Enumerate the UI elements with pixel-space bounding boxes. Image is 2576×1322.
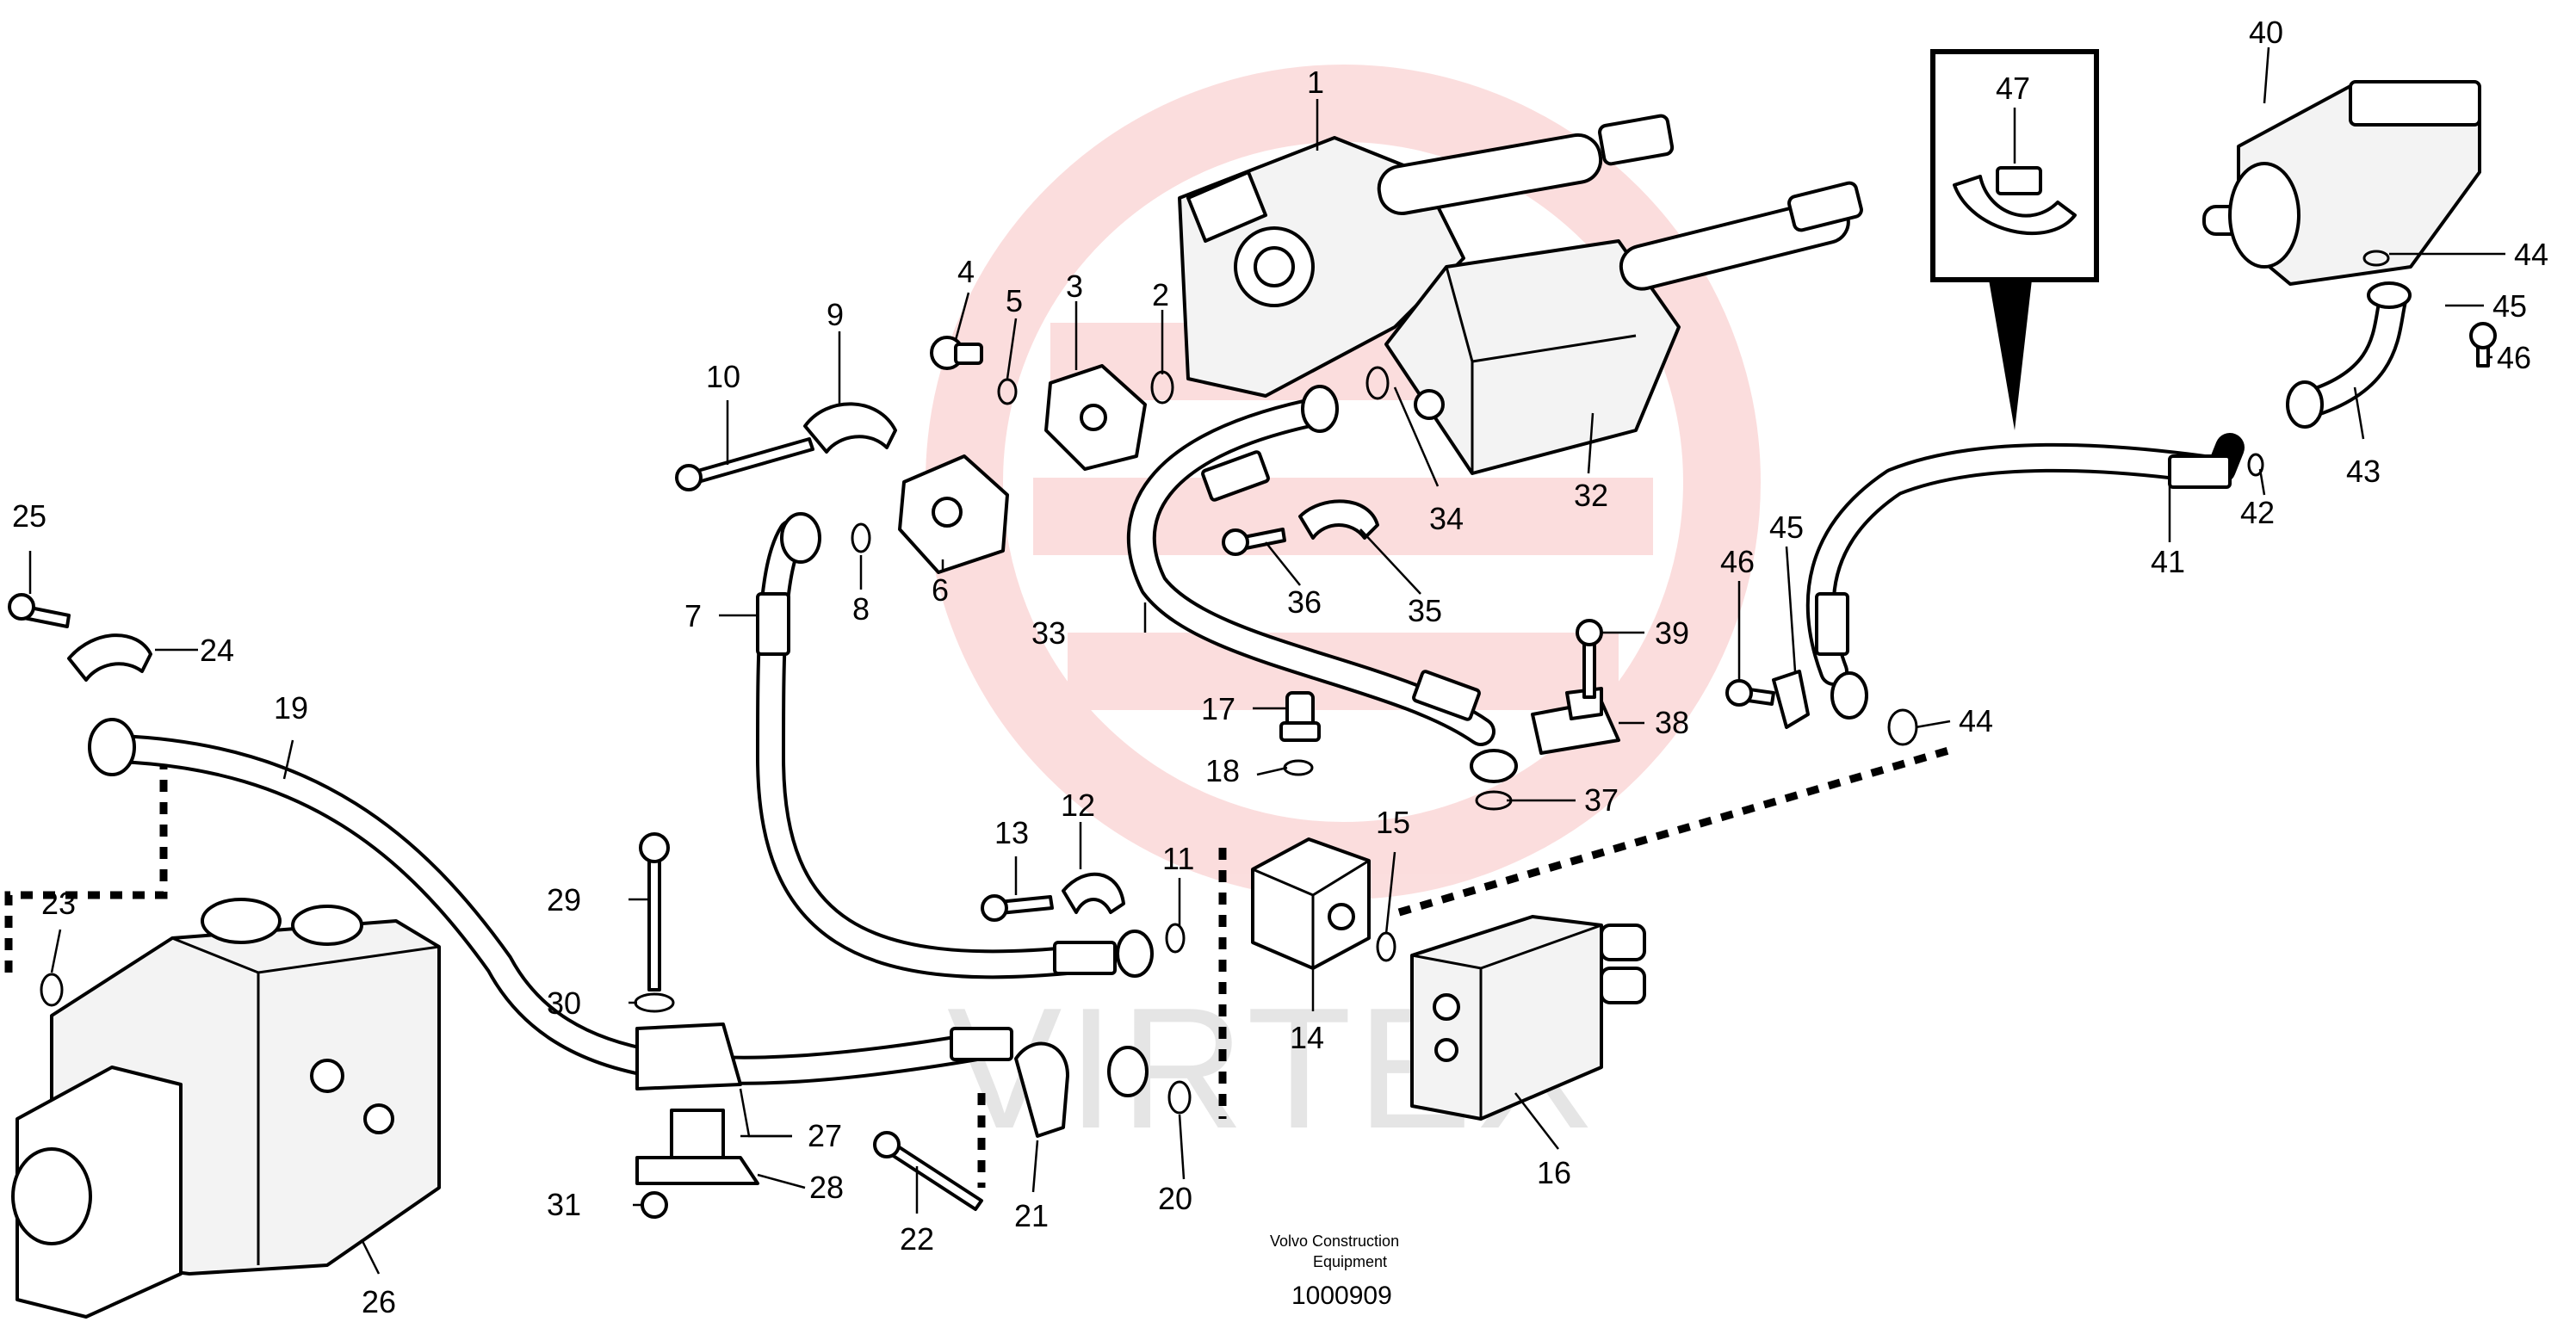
callout-12: 12 — [1061, 788, 1095, 823]
port-plate-6 — [898, 454, 1009, 574]
callout-25: 25 — [12, 498, 46, 534]
callout-42: 42 — [2240, 495, 2275, 530]
callout-1: 1 — [1307, 65, 1324, 100]
callout-46-top: 46 — [2497, 340, 2531, 375]
callout-28: 28 — [809, 1170, 844, 1205]
clamp-24 — [67, 633, 152, 682]
plug-4 — [930, 336, 983, 370]
callout-37: 37 — [1584, 782, 1619, 818]
sensor-17 — [1279, 691, 1321, 742]
control-valve-26 — [11, 898, 441, 1319]
callout-34: 34 — [1429, 501, 1464, 536]
leader-lines — [28, 46, 2505, 1275]
valve-block-16 — [1410, 915, 1646, 1121]
bolts — [8, 322, 2497, 1219]
callout-8: 8 — [852, 591, 870, 627]
callout-29: 29 — [547, 882, 581, 917]
callout-45-top: 45 — [2492, 288, 2527, 324]
callout-20: 20 — [1158, 1181, 1192, 1216]
callout-24: 24 — [200, 633, 234, 668]
callout-41: 41 — [2151, 544, 2185, 579]
callout-11: 11 — [1162, 841, 1194, 876]
callout-labels: 1 2 3 4 5 6 7 8 9 10 11 12 13 14 15 16 1… — [12, 15, 2548, 1319]
dashed-reference-lines — [4, 744, 1956, 1188]
callout-35: 35 — [1408, 593, 1442, 628]
callout-45-mid: 45 — [1769, 510, 1804, 545]
pump-40 — [2202, 80, 2481, 286]
callout-10: 10 — [706, 359, 740, 394]
callout-31: 31 — [547, 1187, 581, 1222]
callout-39: 39 — [1655, 615, 1689, 651]
callout-26: 26 — [362, 1284, 396, 1319]
hose-33 — [1126, 398, 1495, 746]
bracket-27-28 — [635, 1022, 759, 1185]
port-plate-3 — [1044, 364, 1147, 471]
callout-17: 17 — [1201, 691, 1235, 726]
callout-27: 27 — [808, 1118, 842, 1153]
callout-36: 36 — [1287, 584, 1322, 620]
callout-2: 2 — [1152, 277, 1169, 312]
callout-47: 47 — [1996, 71, 2030, 106]
main-pump — [1178, 114, 1675, 398]
inset-box-47 — [1930, 49, 2099, 430]
callout-23: 23 — [41, 886, 76, 921]
callout-40: 40 — [2249, 15, 2283, 50]
drawing-number: 1000909 — [1291, 1282, 1392, 1310]
callout-6: 6 — [932, 572, 949, 608]
hose-fittings — [88, 281, 2412, 1097]
callout-21: 21 — [1014, 1198, 1049, 1233]
callout-32: 32 — [1574, 478, 1608, 513]
callout-14: 14 — [1290, 1020, 1324, 1055]
clamp-21 — [1014, 1041, 1069, 1138]
callout-4: 4 — [957, 254, 975, 289]
callout-16: 16 — [1537, 1155, 1571, 1190]
hose-19 — [106, 734, 996, 1085]
callout-7: 7 — [684, 598, 702, 633]
callout-43: 43 — [2346, 454, 2381, 489]
callout-33: 33 — [1031, 615, 1066, 651]
clamp-35 — [1298, 499, 1379, 540]
clamp-12 — [1062, 872, 1125, 914]
callout-30: 30 — [547, 985, 581, 1021]
callout-15: 15 — [1376, 805, 1410, 840]
callout-44-bottom: 44 — [1959, 703, 1993, 738]
hose-43 — [2293, 282, 2408, 419]
callout-5: 5 — [1006, 283, 1023, 318]
callout-22: 22 — [900, 1221, 934, 1257]
callout-19: 19 — [274, 690, 308, 726]
clamp-9 — [803, 402, 897, 454]
callout-44-top: 44 — [2514, 237, 2548, 272]
callout-9: 9 — [827, 297, 844, 332]
callout-18: 18 — [1205, 753, 1240, 788]
block-14 — [1251, 837, 1371, 970]
callout-38: 38 — [1655, 705, 1689, 740]
callout-46-mid: 46 — [1720, 544, 1755, 579]
clamp-45-left — [1772, 670, 1810, 729]
callout-13: 13 — [994, 815, 1029, 850]
callout-3: 3 — [1066, 269, 1083, 304]
pump-block-32 — [1384, 181, 1863, 475]
